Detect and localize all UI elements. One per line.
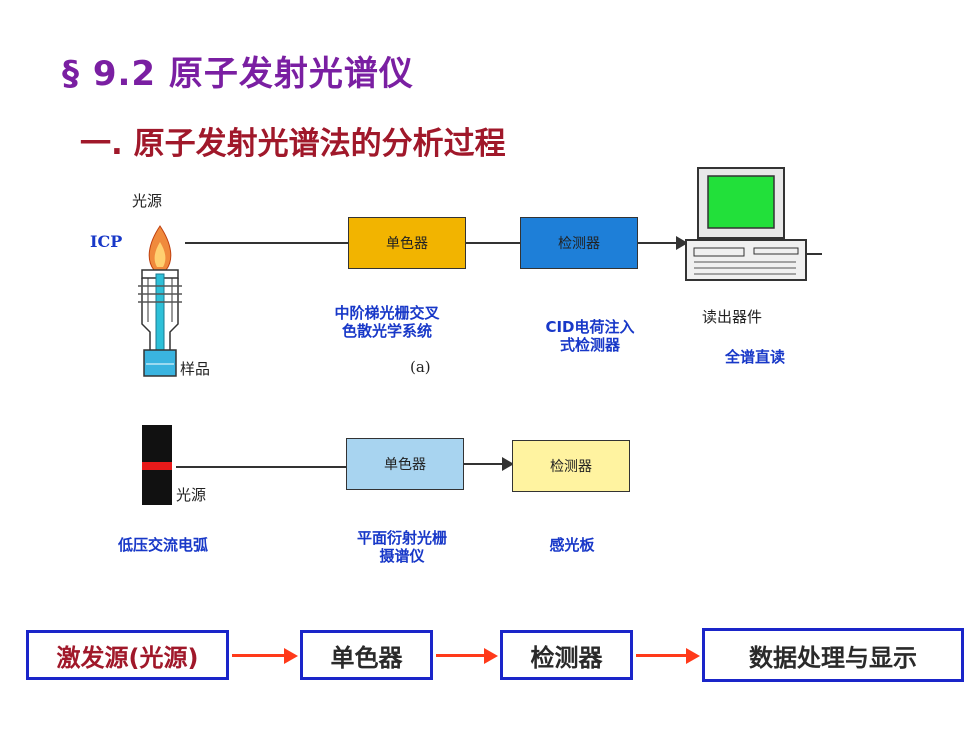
section-number: § 9.2 — [62, 54, 157, 94]
fig-a-mono-note-line-1: 中阶梯光栅交叉 — [334, 304, 440, 322]
page-subtitle: 一. 原子发射光谱法的分析过程 — [80, 126, 506, 162]
fig-a-readout-note: 全谱直读 — [724, 348, 785, 366]
fig-a-monochromator: 单色器 — [348, 217, 466, 269]
flow-step-monochromator: 单色器 — [300, 630, 433, 680]
icp-torch-illustration — [138, 225, 182, 377]
arc-spark-illustration — [142, 462, 172, 470]
fig-b-monochromator: 单色器 — [346, 438, 464, 490]
flow-arrow-1-head-icon — [284, 648, 298, 664]
fig-b-mono-note: 平面衍射光栅 摄谱仪 — [322, 529, 482, 565]
flow-step-excitation-source: 激发源(光源) — [26, 630, 229, 680]
fig-a-arrow-icon — [676, 236, 688, 250]
fig-b-arrow-icon — [502, 457, 514, 471]
fig-a-detector: 检测器 — [520, 217, 638, 269]
flow-arrow-1 — [232, 654, 286, 657]
fig-a-beam-line-1 — [185, 242, 348, 244]
fig-b-beam-line-2 — [464, 463, 508, 465]
fig-b-source-label: 光源 — [176, 486, 207, 504]
fig-a-source-label: 光源 — [132, 192, 163, 210]
flow-step-detector: 检测器 — [500, 630, 633, 680]
fig-a-caption: (a) — [410, 358, 431, 376]
fig-b-mono-note-line-1: 平面衍射光栅 — [356, 529, 447, 547]
fig-b-detector: 检测器 — [512, 440, 630, 492]
fig-b-source-note: 低压交流电弧 — [117, 536, 208, 554]
flow-arrow-3 — [636, 654, 688, 657]
flow-arrow-3-head-icon — [686, 648, 700, 664]
flow-arrow-2 — [436, 654, 486, 657]
flow-step-data-processing: 数据处理与显示 — [702, 628, 964, 682]
computer-icon — [685, 167, 822, 281]
fig-a-detector-note: CID电荷注入 式检测器 — [510, 318, 670, 354]
readout-label: 读出器件 — [702, 308, 763, 326]
fig-a-mono-note: 中阶梯光栅交叉 色散光学系统 — [292, 304, 482, 340]
flow-arrow-2-head-icon — [484, 648, 498, 664]
fig-a-detector-note-line-1: CID电荷注入 — [545, 318, 635, 336]
fig-a-mono-note-line-2: 色散光学系统 — [341, 322, 432, 340]
fig-a-beam-line-2 — [466, 242, 520, 244]
fig-a-beam-line-3 — [638, 242, 682, 244]
section-title: 原子发射光谱仪 — [168, 54, 414, 94]
icp-label: ICP — [90, 232, 123, 251]
page-title: § 9.2 原子发射光谱仪 — [62, 46, 414, 95]
fig-a-detector-note-line-2: 式检测器 — [559, 336, 620, 354]
fig-b-detector-note: 感光板 — [549, 536, 595, 554]
fig-b-mono-note-line-2: 摄谱仪 — [379, 547, 425, 565]
fig-b-beam-line-1 — [176, 466, 346, 468]
sample-label: 样品 — [180, 360, 211, 378]
